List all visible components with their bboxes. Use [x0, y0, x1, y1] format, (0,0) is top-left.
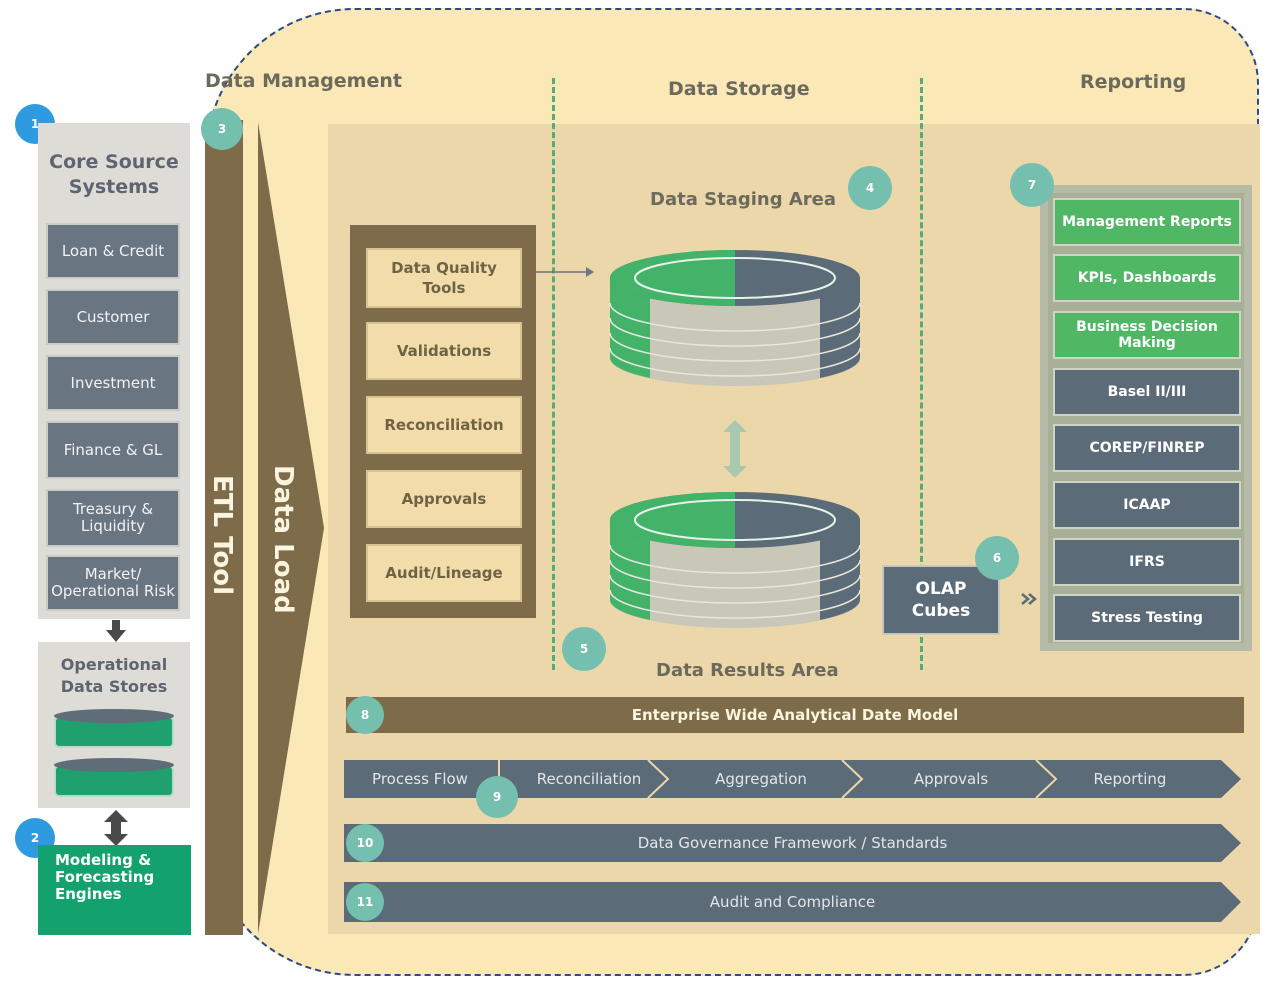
report-basel: Basel II/III: [1053, 368, 1241, 416]
process-step-approvals: Approvals: [913, 770, 989, 788]
badge-5: 5: [562, 627, 606, 671]
etl-tool-label: ETL Tool: [207, 475, 237, 596]
audit-bar: [344, 882, 1241, 922]
header-reporting: Reporting: [1080, 71, 1187, 93]
validations: Validations: [366, 322, 522, 380]
source-loan-credit: Loan & Credit: [46, 223, 180, 279]
data-quality-tools: Data Quality Tools: [366, 248, 522, 308]
separator-reporting: [920, 78, 923, 670]
staging-database-icon: [609, 250, 861, 386]
separator-storage: [552, 78, 555, 670]
governance-bar: [344, 824, 1241, 862]
process-step-aggregation: Aggregation: [715, 770, 807, 788]
badge-9: 9: [476, 776, 518, 818]
badge-7: 7: [1010, 163, 1054, 207]
report-icaap: ICAAP: [1053, 481, 1241, 529]
ods-db-1-top: [54, 709, 174, 723]
audit-label: Audit and Compliance: [709, 893, 876, 911]
modeling-label: Modeling & Forecasting Engines: [55, 851, 155, 903]
source-market-risk: Market/ Operational Risk: [46, 555, 180, 611]
report-stress-testing: Stress Testing: [1053, 594, 1241, 642]
results-area-label: Data Results Area: [656, 660, 839, 681]
source-finance-gl: Finance & GL: [46, 421, 180, 479]
badge-10: 10: [346, 824, 384, 862]
badge-11: 11: [346, 883, 384, 921]
sync-arrow-icon: [723, 420, 747, 478]
source-treasury: Treasury & Liquidity: [46, 489, 180, 547]
badge-6: 6: [975, 536, 1019, 580]
header-data-management: Data Management: [205, 70, 402, 92]
data-load-arrow: [258, 122, 324, 934]
badge-8: 8: [346, 696, 384, 734]
audit-lineage: Audit/Lineage: [366, 544, 522, 602]
process-step-reconciliation: Reconciliation: [536, 770, 642, 788]
core-source-title: Core Source Systems: [49, 151, 179, 198]
arrow-right-icon: [536, 267, 594, 277]
header-data-storage: Data Storage: [668, 78, 810, 100]
ods-db-2-top: [54, 758, 174, 772]
enterprise-data-model-bar: Enterprise Wide Analytical Date Model: [346, 697, 1244, 733]
source-investment: Investment: [46, 355, 180, 411]
etl-tool-bar: [205, 120, 243, 935]
arrow-right-small-icon: [1021, 593, 1037, 605]
report-management: Management Reports: [1053, 198, 1241, 246]
source-customer: Customer: [46, 289, 180, 345]
governance-label: Data Governance Framework / Standards: [637, 834, 948, 852]
arrow-down-icon: [106, 620, 126, 642]
report-corep: COREP/FINREP: [1053, 424, 1241, 472]
ods-title: Operational Data Stores: [60, 655, 168, 696]
report-kpis: KPIs, Dashboards: [1053, 254, 1241, 302]
report-ifrs: IFRS: [1053, 538, 1241, 586]
double-arrow-icon: [104, 810, 128, 846]
process-step-flow: Process Flow: [372, 770, 468, 788]
edm-label: Enterprise Wide Analytical Date Model: [631, 706, 959, 724]
badge-4: 4: [848, 166, 892, 210]
reconciliation-check: Reconciliation: [366, 396, 522, 454]
staging-area-label: Data Staging Area: [650, 189, 837, 210]
results-database-icon: [609, 492, 861, 628]
badge-3: 3: [201, 108, 243, 150]
data-load-label: Data Load: [268, 465, 298, 614]
report-business-decision: Business Decision Making: [1053, 311, 1241, 359]
modeling-engines: Modeling & Forecasting Engines: [38, 845, 191, 935]
process-step-reporting: Reporting: [1093, 770, 1167, 788]
approvals-check: Approvals: [366, 470, 522, 528]
olap-label: OLAP Cubes: [911, 579, 971, 621]
olap-cubes: OLAP Cubes: [882, 565, 1000, 635]
